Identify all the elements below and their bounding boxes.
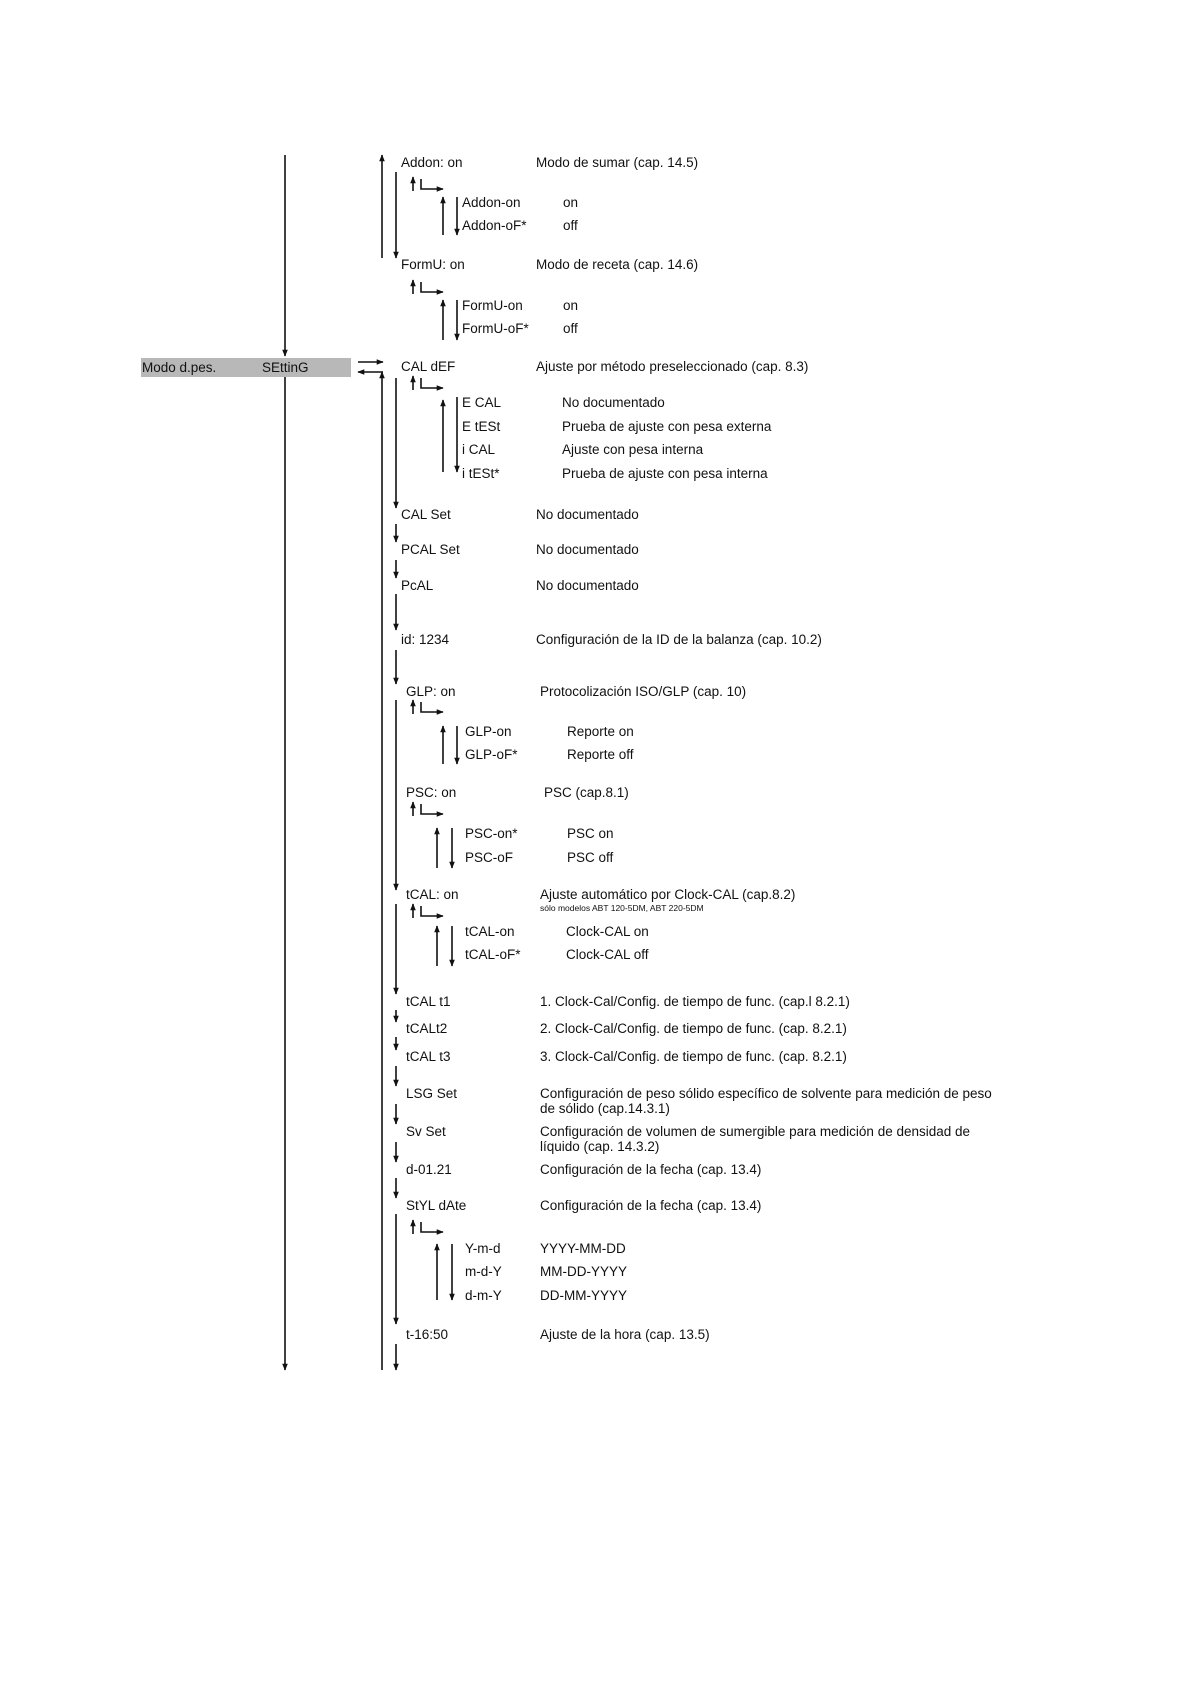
sub-item-label[interactable]: m-d-Y: [465, 1264, 502, 1279]
menu-item-desc: No documentado: [536, 542, 639, 557]
sub-item-label[interactable]: FormU-on: [462, 298, 523, 313]
sub-item-label[interactable]: Y-m-d: [465, 1241, 501, 1256]
sub-item-desc: Reporte off: [567, 747, 634, 762]
sub-item-desc: PSC off: [567, 850, 614, 865]
sub-item-desc: Prueba de ajuste con pesa externa: [562, 419, 772, 434]
sub-item-label[interactable]: i tESt*: [462, 466, 500, 481]
sub-item-label[interactable]: PSC-on*: [465, 826, 518, 841]
menu-item-note: sólo modelos ABT 120-5DM, ABT 220-5DM: [540, 903, 704, 913]
sub-item-label[interactable]: d-m-Y: [465, 1288, 502, 1303]
sub-item-desc: on: [563, 195, 579, 210]
menu-item-desc: Configuración de peso sólido específico …: [540, 1086, 992, 1116]
sub-item-label[interactable]: i CAL: [462, 442, 496, 457]
mode-label: Modo d.pes.: [142, 360, 217, 375]
setting-label[interactable]: SEttinG: [262, 360, 309, 375]
branch-right-arrow: [420, 906, 444, 919]
sub-item-desc: on: [563, 298, 579, 313]
menu-item-desc: Ajuste automático por Clock-CAL (cap.8.2…: [540, 887, 796, 902]
menu-item-desc: Configuración de volumen de sumergible p…: [540, 1124, 971, 1154]
branch-right-arrow: [420, 804, 444, 817]
sub-item-desc: off: [563, 321, 578, 336]
menu-item-desc: 1. Clock-Cal/Config. de tiempo de func. …: [540, 994, 850, 1009]
menu-item-desc: Configuración de la ID de la balanza (ca…: [536, 632, 822, 647]
sub-item-desc: PSC on: [567, 826, 614, 841]
menu-item-label[interactable]: LSG Set: [406, 1086, 458, 1101]
menu-item-label[interactable]: GLP: on: [406, 684, 456, 699]
branch-right-arrow: [420, 1222, 444, 1235]
menu-item-label[interactable]: tCAL t1: [406, 994, 451, 1009]
menu-item-label[interactable]: Sv Set: [406, 1124, 446, 1139]
sub-item-label[interactable]: E CAL: [462, 395, 502, 410]
sub-item-desc: Clock-CAL on: [566, 924, 649, 939]
menu-item-label[interactable]: FormU: on: [401, 257, 465, 272]
sub-item-label[interactable]: FormU-oF*: [462, 321, 529, 336]
sub-item-desc: DD-MM-YYYY: [540, 1288, 627, 1303]
menu-item-desc: Protocolización ISO/GLP (cap. 10): [540, 684, 747, 699]
menu-item-desc: No documentado: [536, 507, 639, 522]
sub-item-label[interactable]: tCAL-on: [465, 924, 515, 939]
branch-right-arrow: [420, 378, 444, 391]
menu-item-desc: Modo de receta (cap. 14.6): [536, 257, 699, 272]
sub-item-desc: off: [563, 218, 578, 233]
branch-right-arrow: [420, 282, 444, 295]
menu-item-label[interactable]: CAL dEF: [401, 359, 456, 374]
menu-item-desc: Ajuste por método preseleccionado (cap. …: [536, 359, 809, 374]
menu-item-label[interactable]: tCAL: on: [406, 887, 459, 902]
sub-item-desc: Prueba de ajuste con pesa interna: [562, 466, 768, 481]
menu-item-label[interactable]: Addon: on: [401, 155, 463, 170]
menu-item-desc: Configuración de la fecha (cap. 13.4): [540, 1162, 762, 1177]
menu-item-desc: Modo de sumar (cap. 14.5): [536, 155, 699, 170]
menu-item-label[interactable]: d-01.21: [406, 1162, 452, 1177]
sub-item-desc: Clock-CAL off: [566, 947, 649, 962]
menu-item-label[interactable]: t-16:50: [406, 1327, 449, 1342]
menu-item-desc: Ajuste de la hora (cap. 13.5): [540, 1327, 710, 1342]
sub-item-label[interactable]: Addon-on: [462, 195, 521, 210]
sub-item-label[interactable]: tCAL-oF*: [465, 947, 521, 962]
menu-item-label[interactable]: CAL Set: [401, 507, 451, 522]
sub-item-label[interactable]: GLP-on: [465, 724, 512, 739]
sub-item-label[interactable]: PSC-oF: [465, 850, 514, 865]
branch-right-arrow: [420, 702, 444, 715]
setting-menu-highlight: [141, 358, 351, 377]
sub-item-desc: Ajuste con pesa interna: [562, 442, 704, 457]
sub-item-desc: Reporte on: [567, 724, 634, 739]
sub-item-desc: YYYY-MM-DD: [540, 1241, 626, 1256]
menu-item-desc: Configuración de la fecha (cap. 13.4): [540, 1198, 762, 1213]
menu-item-label[interactable]: tCAL t3: [406, 1049, 451, 1064]
menu-item-label[interactable]: PCAL Set: [401, 542, 460, 557]
menu-item-desc: 3. Clock-Cal/Config. de tiempo de func. …: [540, 1049, 847, 1064]
menu-item-label[interactable]: tCALt2: [406, 1021, 448, 1036]
menu-item-label[interactable]: PcAL: [401, 578, 434, 593]
sub-item-desc: No documentado: [562, 395, 665, 410]
sub-item-desc: MM-DD-YYYY: [540, 1264, 627, 1279]
menu-item-desc: 2. Clock-Cal/Config. de tiempo de func. …: [540, 1021, 847, 1036]
menu-item-label[interactable]: id: 1234: [401, 632, 450, 647]
branch-right-arrow: [420, 179, 444, 192]
menu-item-desc: PSC (cap.8.1): [544, 785, 629, 800]
sub-item-label[interactable]: E tESt: [462, 419, 501, 434]
menu-item-label[interactable]: PSC: on: [406, 785, 457, 800]
sub-item-label[interactable]: Addon-oF*: [462, 218, 527, 233]
menu-item-label[interactable]: StYL dAte: [406, 1198, 467, 1213]
menu-item-desc: No documentado: [536, 578, 639, 593]
sub-item-label[interactable]: GLP-oF*: [465, 747, 518, 762]
